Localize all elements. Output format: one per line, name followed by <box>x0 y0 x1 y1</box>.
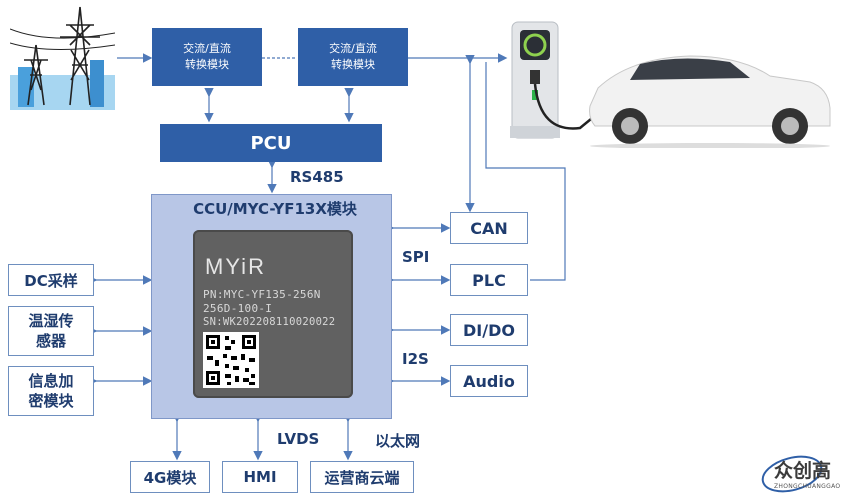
plc-box: PLC <box>450 264 528 296</box>
watermark-logo: 众创高 ZHONGCHUANGGAO <box>758 452 854 498</box>
audio-box: Audio <box>450 365 528 397</box>
carrier-cloud-label: 运营商云端 <box>324 468 400 487</box>
dido-box: DI/DO <box>450 314 528 346</box>
chip-serial-number: SN:WK202208110020022 <box>203 316 336 328</box>
som-chip: MYiR PN:MYC-YF135-256N 256D-100-I SN:WK2… <box>193 230 353 398</box>
power-grid-illustration <box>10 5 115 110</box>
hmi-label: HMI <box>243 468 277 486</box>
temp-humidity-sensor-label: 温湿传 感器 <box>28 312 74 350</box>
charger-plc-line <box>485 62 566 281</box>
encryption-module-box: 信息加 密模块 <box>8 366 94 416</box>
ac-dc-converter-1: 交流/直流 转换模块 <box>152 28 262 86</box>
can-label: CAN <box>470 218 508 238</box>
plc-label: PLC <box>472 270 506 290</box>
pcu-label: PCU <box>250 132 292 154</box>
encryption-module-label: 信息加 密模块 <box>28 372 74 410</box>
dido-label: DI/DO <box>463 320 515 340</box>
watermark-en: ZHONGCHUANGGAO <box>774 483 841 490</box>
pcu-block: PCU <box>160 124 382 162</box>
4g-module-label: 4G模块 <box>143 468 197 487</box>
i2s-label: I2S <box>402 350 429 368</box>
chip-brand: MYiR <box>205 254 266 279</box>
dc-sampling-box: DC采样 <box>8 264 94 296</box>
qr-code <box>203 332 259 388</box>
dc-sampling-label: DC采样 <box>24 271 78 290</box>
converter-1-label: 交流/直流 转换模块 <box>183 42 231 71</box>
chip-part-number: PN:MYC-YF135-256N <box>203 288 321 301</box>
ccu-title: CCU/MYC-YF13X模块 <box>193 200 357 218</box>
audio-label: Audio <box>463 371 515 391</box>
temp-humidity-sensor-box: 温湿传 感器 <box>8 306 94 356</box>
lvds-label: LVDS <box>277 430 320 448</box>
hmi-box: HMI <box>222 461 298 493</box>
carrier-cloud-box: 运营商云端 <box>310 461 414 493</box>
can-box: CAN <box>450 212 528 244</box>
rs485-label: RS485 <box>290 168 344 186</box>
spi-label: SPI <box>402 248 430 266</box>
watermark-cn: 众创高 <box>774 460 832 482</box>
ethernet-label: 以太网 <box>375 432 421 450</box>
charging-station-illustration <box>510 18 840 148</box>
chip-variant: 256D-100-I <box>203 302 273 315</box>
ac-dc-converter-2: 交流/直流 转换模块 <box>298 28 408 86</box>
4g-module-box: 4G模块 <box>130 461 210 493</box>
converter-2-label: 交流/直流 转换模块 <box>329 42 377 71</box>
